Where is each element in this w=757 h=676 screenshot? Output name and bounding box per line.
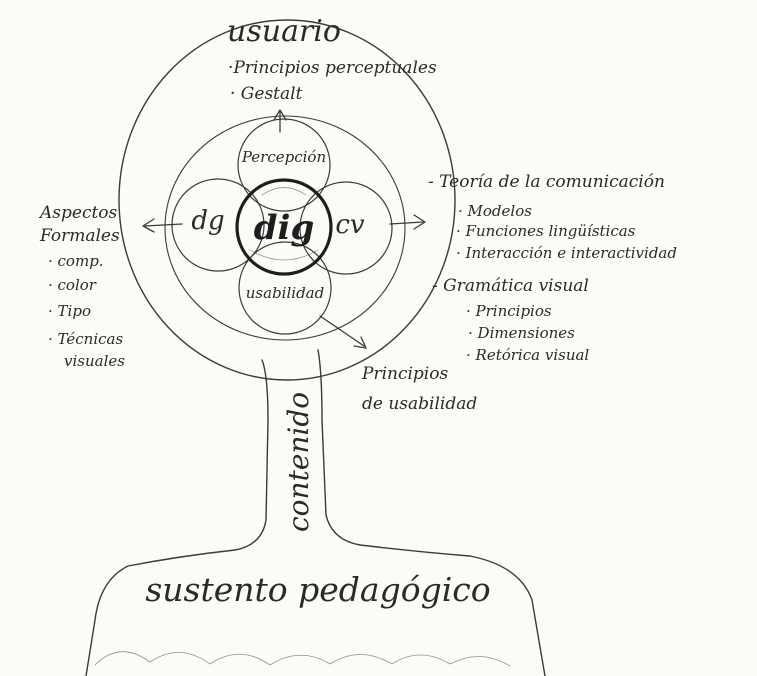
arrow-right	[390, 215, 425, 229]
gramatica-item: · Principios	[466, 302, 552, 320]
gramatica-title: - Gramática visual	[432, 276, 589, 296]
principios-usabilidad-line-2: de usabilidad	[362, 394, 477, 414]
teoria-item: · Funciones lingüísticas	[456, 222, 635, 240]
usuario-label: usuario	[227, 14, 341, 50]
dig-label: dig	[254, 208, 314, 249]
teoria-item: · Modelos	[458, 202, 532, 220]
aspectos-title-1: Aspectos	[40, 203, 117, 223]
aspectos-item: · Técnicas	[48, 330, 123, 348]
cv-label: cv	[335, 210, 364, 241]
trunk-left	[86, 360, 268, 676]
usabilidad-label: usabilidad	[246, 284, 324, 302]
contenido-label: contenido	[282, 392, 316, 532]
aspectos-item: · comp.	[48, 252, 104, 270]
dg-label: dg	[191, 206, 224, 237]
sustento-pedagogico-label: sustento pedagógico	[145, 570, 490, 610]
principios-usabilidad-line-1: Principios	[362, 364, 448, 384]
aspectos-title-2: Formales	[40, 226, 120, 246]
percepcion-label: Percepción	[242, 148, 326, 166]
gestalt-text: · Gestalt	[230, 84, 302, 104]
gramatica-item: · Dimensiones	[468, 324, 575, 342]
arrow-down-right	[320, 316, 366, 348]
arrow-up	[274, 110, 286, 132]
teoria-title: - Teoría de la comunicación	[428, 172, 665, 192]
arrow-left	[143, 219, 182, 232]
principios-perceptuales-text: ·Principios perceptuales	[228, 58, 437, 78]
aspectos-item: visuales	[64, 352, 125, 370]
aspectos-item: · color	[48, 276, 96, 294]
aspectos-item: · Tipo	[48, 302, 91, 320]
gramatica-item: · Retórica visual	[466, 346, 589, 364]
teoria-item: · Interacción e interactividad	[456, 244, 677, 262]
